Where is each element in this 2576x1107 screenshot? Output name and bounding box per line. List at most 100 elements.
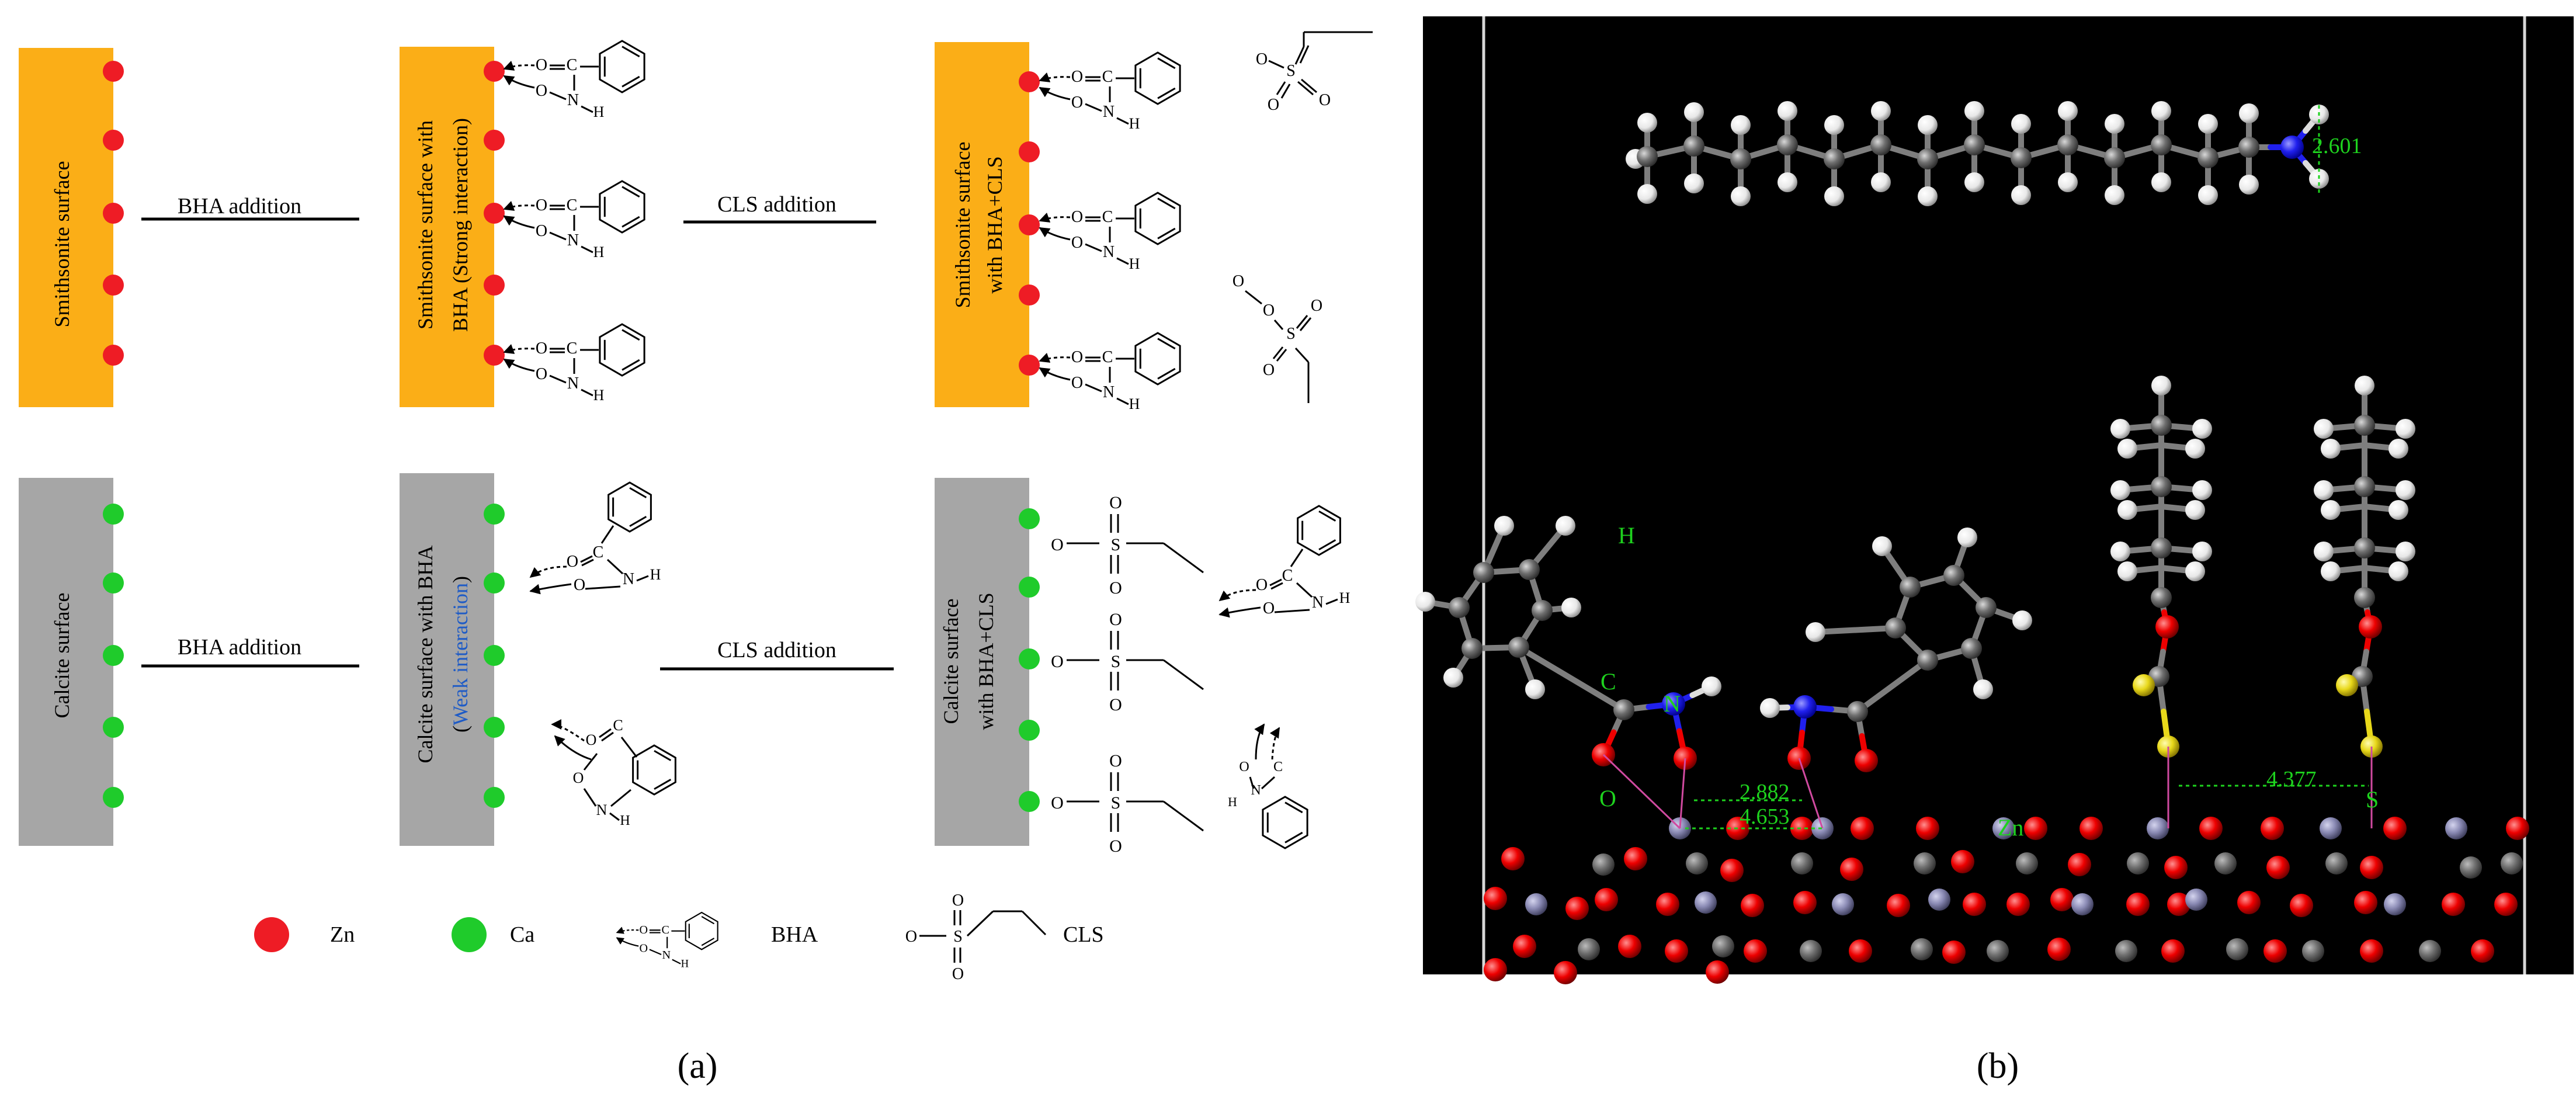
surface-site-dot bbox=[1019, 577, 1040, 598]
carbon-atom bbox=[1885, 617, 1906, 638]
surface-site-dot bbox=[484, 130, 505, 151]
oxygen-atom bbox=[2079, 817, 2103, 840]
oxygen-atom bbox=[2494, 893, 2518, 916]
nitrogen-atom bbox=[1793, 695, 1817, 719]
atom-label: C bbox=[593, 543, 604, 561]
atom-label-c: C bbox=[1601, 668, 1616, 695]
oxygen-atom bbox=[1849, 939, 1872, 963]
legend-zn-dot bbox=[254, 917, 289, 952]
sulfur-atom bbox=[2336, 674, 2358, 696]
amide-n-label: N bbox=[567, 91, 579, 109]
surface-site-dot bbox=[103, 345, 124, 366]
hydrogen-atom bbox=[1525, 679, 1545, 699]
hydroxyl-o-label: O bbox=[1071, 374, 1083, 392]
hydrogen-atom bbox=[2185, 561, 2205, 581]
legend-bha-label: BHA bbox=[771, 922, 818, 947]
atom-label: O bbox=[574, 576, 585, 594]
sulfur-atom bbox=[2133, 674, 2155, 696]
carbon-atom bbox=[1519, 559, 1540, 580]
carbon-atom bbox=[1917, 148, 1938, 169]
hydrogen-atom bbox=[2396, 419, 2415, 439]
carbon-atom bbox=[2354, 587, 2375, 608]
amide-h-label: H bbox=[593, 387, 605, 404]
hydrogen-atom bbox=[2396, 480, 2415, 500]
zinc-atom bbox=[1695, 891, 1717, 914]
hydroxyl-o-label: O bbox=[536, 82, 547, 100]
benzene-ring bbox=[1134, 51, 1181, 105]
distance-label-4377: 4.377 bbox=[2266, 767, 2317, 792]
atom-label: O bbox=[1109, 578, 1122, 598]
carbon-atom bbox=[1943, 565, 1964, 586]
carbon-atom bbox=[1987, 940, 2009, 962]
carbonyl-c-label: C bbox=[567, 339, 578, 358]
carbon-atom bbox=[1964, 134, 1985, 155]
carbon-atom bbox=[2238, 137, 2259, 158]
hydrogen-atom bbox=[1415, 592, 1435, 612]
smithsonite-bha-cls-label-2: with BHA+CLS bbox=[983, 156, 1006, 293]
smithsonite-bha-surface bbox=[400, 47, 494, 407]
hydrogen-atom bbox=[1871, 172, 1891, 192]
carbon-atom bbox=[1847, 701, 1868, 722]
hydrogen-atom bbox=[2110, 419, 2130, 439]
benzene-ring bbox=[1134, 192, 1181, 245]
surface-site-dot bbox=[1019, 214, 1040, 235]
benzene-ring bbox=[599, 40, 645, 93]
smithsonite-bha-cls-label-1: Smithsonite surface bbox=[951, 142, 974, 308]
carbon-atom bbox=[2460, 856, 2482, 879]
atom-label: O bbox=[1109, 610, 1122, 629]
carbonyl-o-label: O bbox=[1071, 208, 1083, 226]
surface-site-dot bbox=[1019, 141, 1040, 162]
hydrogen-atom bbox=[2388, 500, 2408, 520]
surface-site-dot bbox=[484, 645, 505, 666]
hydrogen-atom bbox=[2151, 376, 2171, 395]
atom-label: N bbox=[1312, 594, 1324, 612]
surface-site-dot bbox=[484, 504, 505, 525]
carbon-atom bbox=[2419, 940, 2441, 962]
hydrogen-atom bbox=[1824, 186, 1844, 206]
smithsonite-bha-label-2: BHA (Strong interaction) bbox=[449, 118, 472, 332]
hydrogen-atom bbox=[2117, 561, 2137, 581]
amide-n-label: N bbox=[1103, 103, 1115, 121]
bond bbox=[1813, 625, 1898, 635]
atom-label-zn: Zn bbox=[1998, 814, 2023, 841]
atom-label: O bbox=[1051, 535, 1064, 554]
carbon-atom bbox=[2151, 415, 2172, 436]
carbonyl-o-label: O bbox=[1071, 68, 1083, 86]
atom-label: O bbox=[1109, 695, 1122, 714]
oxygen-atom bbox=[1855, 749, 1878, 772]
amide-h-label: H bbox=[593, 244, 605, 261]
atom-label: O bbox=[1256, 576, 1268, 594]
surface-site-dot bbox=[103, 787, 124, 808]
carbon-atom bbox=[2354, 476, 2375, 497]
oxygen-atom bbox=[1744, 939, 1767, 963]
hydrogen-atom bbox=[2185, 439, 2205, 459]
hydrogen-atom bbox=[2396, 542, 2415, 561]
atom-label: O bbox=[1263, 599, 1275, 617]
atom-label: O bbox=[952, 965, 964, 983]
hydrogen-atom bbox=[2321, 439, 2341, 459]
calcite-bha-cls-surface bbox=[935, 478, 1029, 846]
hydrogen-atom bbox=[2058, 101, 2078, 121]
hydrogen-atom bbox=[1561, 598, 1581, 617]
carbon-atom bbox=[1976, 597, 1997, 618]
carbon-atom bbox=[2057, 134, 2078, 155]
hydrogen-atom bbox=[1684, 102, 1704, 122]
hydrogen-atom bbox=[2321, 500, 2341, 520]
benzene-ring bbox=[607, 481, 652, 533]
surface-site-dot bbox=[103, 275, 124, 296]
atom-label: O bbox=[1263, 301, 1275, 320]
atom-label-n: N bbox=[1664, 690, 1681, 717]
atom-label-o: O bbox=[1599, 785, 1616, 811]
carbon-atom bbox=[1686, 852, 1708, 875]
carbon-atom bbox=[1911, 938, 1933, 960]
carbon-atom bbox=[2151, 134, 2172, 155]
atom-label-s: S bbox=[2366, 786, 2379, 813]
carbon-atom bbox=[2354, 415, 2375, 436]
oxygen-atom bbox=[2047, 938, 2071, 961]
oxygen-atom bbox=[1942, 941, 1966, 964]
oxygen-atom bbox=[2006, 893, 2030, 916]
